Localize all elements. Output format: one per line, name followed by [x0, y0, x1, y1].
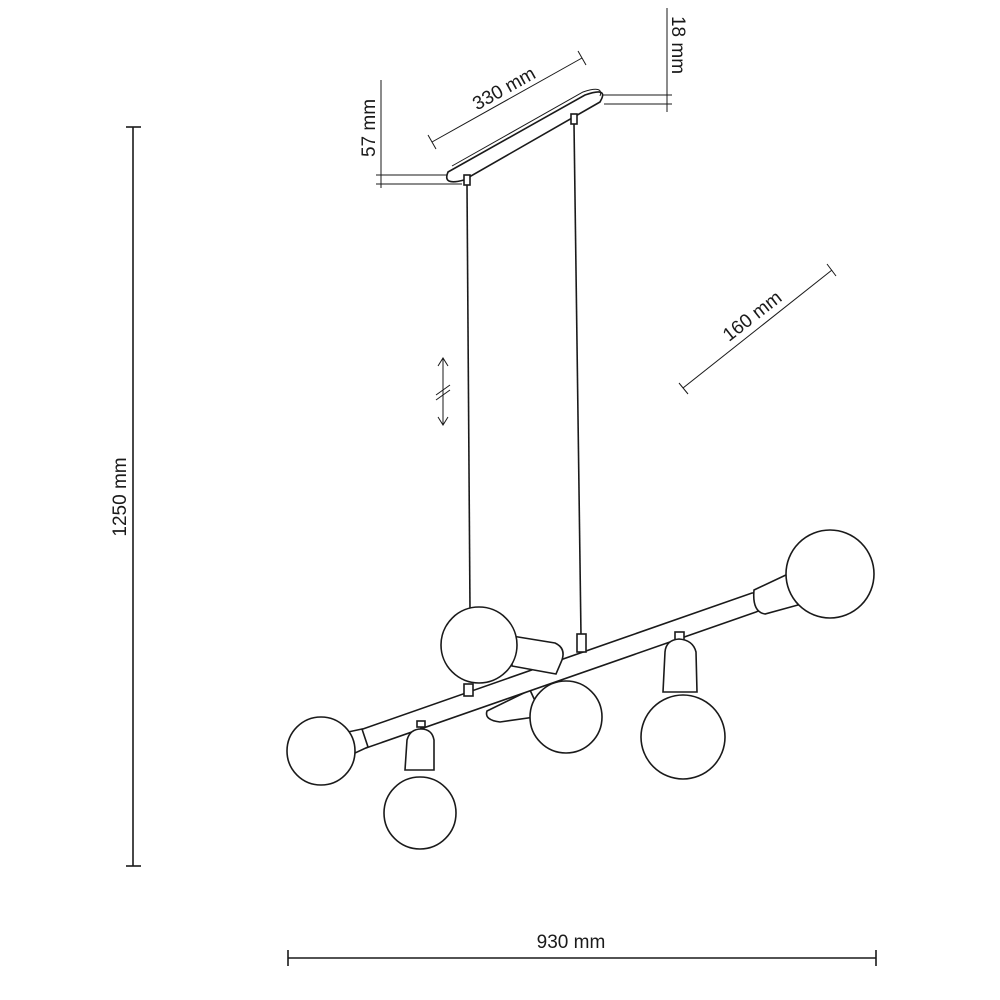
bulb-rear-center [485, 680, 603, 754]
width-label: 930 mm [537, 932, 606, 953]
bulb-left-end [286, 716, 369, 786]
bulb-diameter-dimension: 160 mm [678, 263, 837, 395]
canopy-height-label: 57 mm [359, 99, 380, 157]
canopy-length-dimension: 330 mm [427, 50, 587, 150]
suspension-cables [466, 123, 582, 637]
canopy-thickness-label: 18 mm [667, 16, 688, 74]
bulb-hanging-left [383, 720, 457, 850]
canopy-thickness-dimension: 18 mm [600, 8, 688, 112]
height-dimension: 1250 mm [110, 126, 141, 867]
bulb-diameter-label: 160 mm [719, 287, 786, 346]
double-arrow-break-icon [435, 357, 451, 426]
height-label: 1250 mm [110, 457, 131, 536]
canopy-length-label: 330 mm [469, 63, 539, 115]
ceiling-canopy [445, 88, 604, 186]
bulb-right-end [752, 529, 875, 619]
bulb-hanging-right [640, 631, 726, 780]
canopy-height-dimension: 57 mm [359, 80, 462, 188]
width-dimension: 930 mm [287, 932, 877, 966]
bulb-upper-left [440, 606, 564, 684]
